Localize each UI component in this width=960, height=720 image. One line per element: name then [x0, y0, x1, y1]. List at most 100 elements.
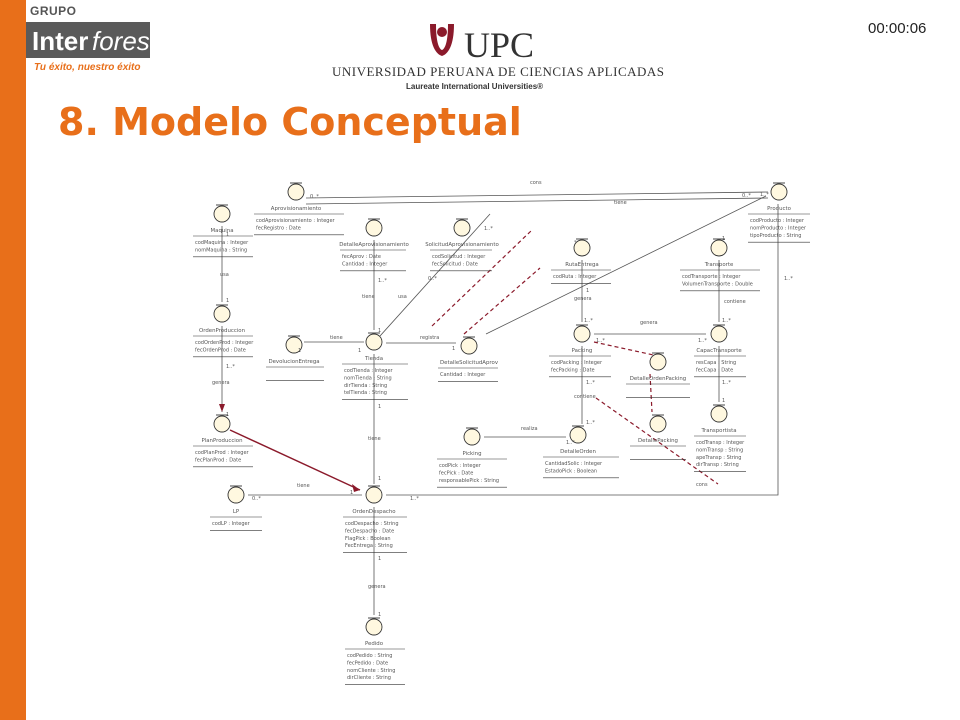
- entity-name: SolicitudAprovisionamiento: [425, 242, 499, 248]
- entity-attribute: codTransporte : Integer: [682, 274, 741, 280]
- association-label: genera: [212, 380, 230, 386]
- entity-attribute: apeTransp : String: [696, 455, 742, 461]
- dependency-line: [593, 341, 659, 357]
- multiplicity-label: 1..*: [586, 380, 595, 386]
- multiplicity-label: 1: [586, 288, 589, 294]
- entity-attribute: codPick : Integer: [439, 463, 482, 469]
- entity-icon: [213, 305, 231, 323]
- multiplicity-label: 1..*: [698, 338, 707, 344]
- entity-attribute: FecEntrega : String: [345, 543, 393, 549]
- entity-name: Pedido: [365, 641, 383, 647]
- entity-icon: [710, 405, 728, 423]
- upc-full-name: UNIVERSIDAD PERUANA DE CIENCIAS APLICADA…: [332, 64, 665, 79]
- entity-name: RutaEntrega: [565, 262, 598, 268]
- entity-name: OrdenDespacho: [352, 509, 395, 515]
- association-label: contiene: [574, 394, 596, 400]
- entity-attribute: codAprovisionamiento : Integer: [256, 218, 336, 224]
- entity-attribute: Cantidad : Integer: [342, 261, 388, 267]
- entity-attribute: VolumenTransporte : Double: [682, 281, 753, 287]
- entity-icon: [770, 183, 788, 201]
- dependency-line: [431, 229, 533, 327]
- entity-attribute: fecAprov : Date: [342, 254, 381, 260]
- entity-name: Transporte: [704, 262, 734, 268]
- generalization-line: [229, 429, 361, 491]
- entity-attribute: fecDespacho : Date: [345, 528, 394, 534]
- entity-name: DevolucionEntrega: [268, 359, 319, 365]
- entity-icon: [463, 428, 481, 446]
- association-label: realiza: [521, 426, 538, 432]
- logo-forest-text: forest: [92, 26, 158, 56]
- multiplicity-label: 1..*: [722, 318, 731, 324]
- multiplicity-label: 1: [722, 398, 725, 404]
- entity-attribute: fecPacking : Date: [551, 367, 595, 373]
- upc-emblem-icon: [430, 24, 454, 56]
- entity-attribute: fecPick : Date: [439, 470, 473, 476]
- entity-icon: [569, 426, 587, 444]
- entity-icon: [227, 486, 245, 504]
- entity-attribute: codTransp : Integer: [696, 440, 745, 446]
- entity-attribute: telTienda : String: [344, 390, 387, 396]
- association-line: [485, 195, 767, 335]
- association-label: cons: [696, 482, 708, 488]
- entity-name: DetalleOrden: [560, 449, 596, 455]
- entity-name: Maquina: [210, 228, 233, 234]
- entity-icon: [573, 239, 591, 257]
- entity-attribute: fecOrdenProd : Date: [195, 347, 246, 353]
- dependency-line: [463, 267, 541, 335]
- logo-grupo-text: GRUPO: [30, 4, 77, 18]
- entity-name: DetallePacking: [638, 438, 678, 444]
- dependency-line: [595, 397, 719, 485]
- association-line: [386, 204, 779, 496]
- multiplicity-label: 0..*: [252, 496, 261, 502]
- entity-attribute: nomProducto : Integer: [750, 225, 807, 231]
- logo-inter-text: Inter: [32, 26, 89, 56]
- association-label: registra: [420, 335, 439, 341]
- entity-name: Picking: [462, 451, 481, 457]
- entity-attribute: resCapa : String: [696, 360, 736, 366]
- upc-laureate-text: Laureate International Universities®: [406, 82, 544, 91]
- entity-icon: [287, 183, 305, 201]
- logo-box: [26, 22, 150, 58]
- logo-tagline: Tu éxito, nuestro éxito: [34, 62, 141, 73]
- entity-attribute: fecSolicitud : Date: [432, 261, 478, 267]
- association-line: [379, 213, 491, 337]
- entity-attribute: codDespacho : String: [345, 521, 399, 527]
- multiplicity-label: 1: [226, 412, 229, 418]
- entity-attribute: codTienda : Integer: [344, 368, 394, 374]
- multiplicity-label: 1..*: [760, 192, 769, 198]
- association-line: [305, 191, 769, 199]
- entity-attribute: tipoProducto : String: [750, 233, 801, 239]
- multiplicity-label: 1..*: [586, 420, 595, 426]
- entity-attribute: Cantidad : Integer: [440, 372, 486, 378]
- arrow-head: [352, 484, 360, 492]
- multiplicity-label: 1..*: [484, 226, 493, 232]
- association-label: tiene: [368, 436, 381, 442]
- association-label: tiene: [297, 483, 310, 489]
- entity-attribute: fecRegistro : Date: [256, 225, 301, 231]
- entity-name: Producto: [767, 206, 791, 212]
- entity-name: OrdenProduccion: [199, 328, 245, 334]
- association-label: cons: [530, 180, 542, 186]
- orange-side-bar: [0, 0, 26, 720]
- multiplicity-label: 1: [350, 490, 353, 496]
- entity-attribute: codSolicitud : Integer: [432, 254, 486, 260]
- multiplicity-label: 1: [378, 404, 381, 410]
- association-label: contiene: [724, 299, 746, 305]
- multiplicity-label: 1: [378, 476, 381, 482]
- association-line: [305, 197, 769, 205]
- multiplicity-label: 0..*: [428, 276, 437, 282]
- association-label: genera: [368, 584, 386, 590]
- association-label: genera: [574, 296, 592, 302]
- multiplicity-label: 1: [378, 556, 381, 562]
- entity-attribute: responsablePick : String: [439, 478, 499, 484]
- entity-name: PlanProduccion: [202, 438, 243, 444]
- multiplicity-label: 1: [378, 612, 381, 618]
- multiplicity-label: 1: [226, 298, 229, 304]
- entity-attribute: codRuta : Integer: [553, 274, 597, 280]
- entity-icon: [649, 353, 667, 371]
- multiplicity-label: 1: [722, 236, 725, 242]
- entity-name: DetalleOrdenPacking: [630, 376, 686, 382]
- entity-name: CapacTransporte: [696, 348, 742, 354]
